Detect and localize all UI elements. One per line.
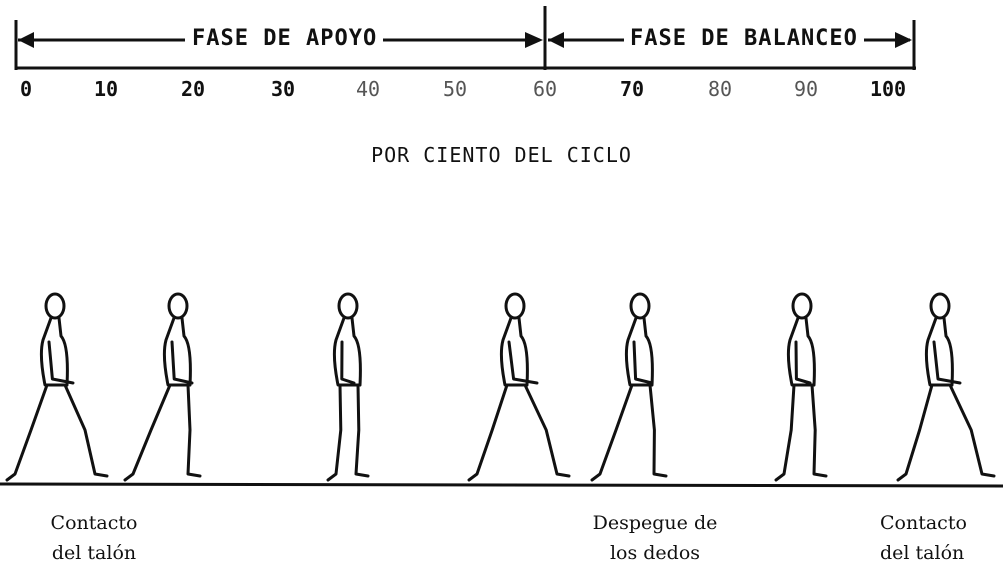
caption-heel-contact-left-line2: del talón <box>51 542 137 564</box>
tick-label-90: 90 <box>793 77 819 101</box>
walking-figure <box>5 292 109 482</box>
walking-figures <box>5 292 996 482</box>
stance-arrow-left-head <box>18 32 34 48</box>
stance-arrow-right-head <box>525 32 543 48</box>
walking-figure <box>326 292 370 482</box>
caption-heel-contact-right: Contacto del talón <box>880 508 1003 568</box>
tick-label-80: 80 <box>707 77 733 101</box>
walking-figure <box>774 292 828 482</box>
tick-label-10: 10 <box>93 77 119 101</box>
caption-toe-off: Despegue de los dedos <box>570 508 740 568</box>
walking-figure <box>896 292 996 482</box>
ground-line <box>0 482 1003 488</box>
axis-title: POR CIENTO DEL CICLO <box>371 143 632 167</box>
walking-figure <box>123 292 202 482</box>
walking-figure <box>590 292 668 482</box>
tick-label-100: 100 <box>869 77 907 101</box>
tick-label-0: 0 <box>19 77 33 101</box>
tick-label-50: 50 <box>442 77 468 101</box>
walking-figure <box>467 292 571 482</box>
caption-heel-contact-left-line1: Contacto <box>50 512 138 534</box>
swing-arrow-left-head <box>548 32 564 48</box>
caption-toe-off-line1: Despegue de <box>592 512 718 534</box>
tick-label-60: 60 <box>532 77 558 101</box>
stance-phase-label: FASE DE APOYO <box>186 26 384 52</box>
tick-label-40: 40 <box>355 77 381 101</box>
swing-arrow-right-head <box>895 32 912 48</box>
caption-toe-off-line2: los dedos <box>609 542 701 564</box>
tick-label-70: 70 <box>619 77 645 101</box>
swing-phase-label: FASE DE BALANCEO <box>624 26 864 52</box>
caption-heel-contact-right-line2: del talón <box>880 542 965 564</box>
caption-heel-contact-left: Contacto del talón <box>24 508 164 568</box>
tick-label-30: 30 <box>270 77 296 101</box>
tick-label-20: 20 <box>180 77 206 101</box>
caption-heel-contact-right-line1: Contacto <box>880 512 967 534</box>
